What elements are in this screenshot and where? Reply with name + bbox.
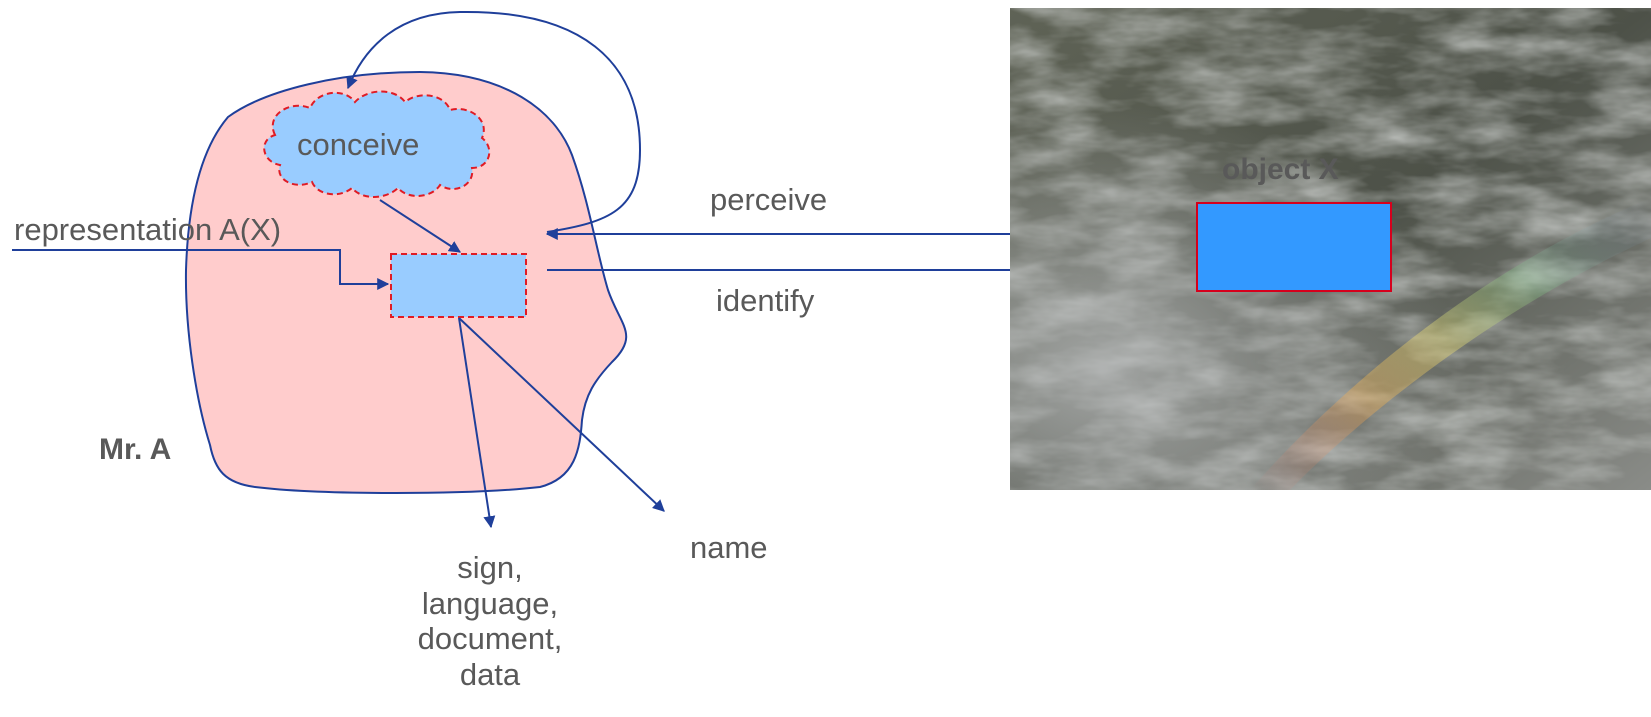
sign-language-document-data-label: sign, language, document, data [390,550,590,693]
representation-label: representation A(X) [14,212,281,248]
identify-label: identify [716,283,814,319]
object-x-label: object X [1222,153,1339,188]
conceive-label: conceive [297,127,419,163]
name-label: name [690,530,768,566]
data-line: data [390,657,590,693]
person-label: Mr. A [99,433,171,468]
document-line: document, [390,621,590,657]
object-x-box [1196,202,1392,292]
sign-line: sign, [390,550,590,586]
language-line: language, [390,586,590,622]
representation-box [391,254,526,317]
perceive-label: perceive [710,182,827,218]
